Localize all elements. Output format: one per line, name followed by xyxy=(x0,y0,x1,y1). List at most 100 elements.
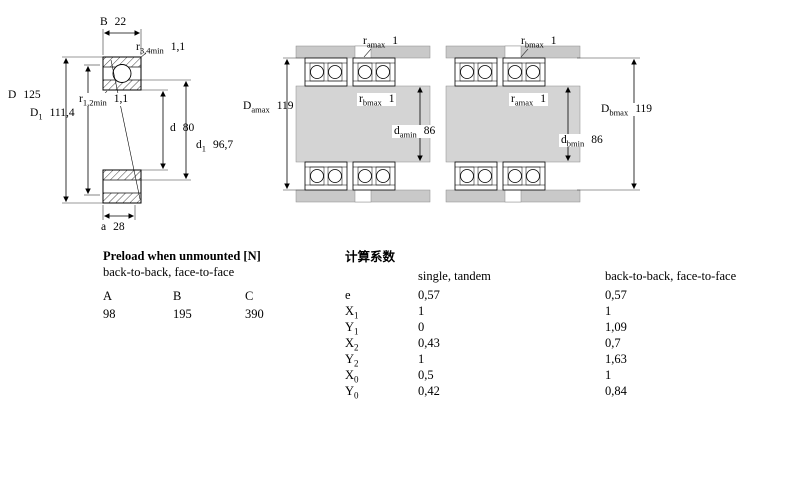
dim-symbol: D xyxy=(601,103,610,115)
dim-subscript: bmax xyxy=(524,39,544,50)
dim-value: 1,1 xyxy=(170,41,186,53)
factors-title: 计算系数 xyxy=(345,250,396,264)
preload-value-a: 98 xyxy=(103,307,116,321)
dim-label-ramax-mid: ramax 1 xyxy=(509,93,549,108)
dim-subscript: amin xyxy=(399,129,417,140)
dim-subscript: 1 xyxy=(201,143,206,154)
dim-value: 96,7 xyxy=(213,139,234,151)
dim-subscript: 3,4min xyxy=(139,45,164,56)
dim-value: 1 xyxy=(392,35,399,47)
dim-value: 28 xyxy=(113,221,125,233)
factor-value-paired: 0,57 xyxy=(605,288,627,302)
dim-value: 1 xyxy=(550,35,557,47)
dim-label-rbmax-top: rbmax 1 xyxy=(521,35,557,50)
preload-header-a: A xyxy=(103,289,113,303)
dim-value: 119 xyxy=(276,100,294,112)
dim-label-D: D 125 xyxy=(8,89,41,102)
dim-subscript: amax xyxy=(514,97,534,108)
factor-row: Y2 1 1,63 xyxy=(0,352,800,368)
dim-symbol: r xyxy=(511,93,515,105)
preload-value-c: 390 xyxy=(245,307,264,321)
dim-symbol: d xyxy=(170,122,176,134)
dim-symbol: d xyxy=(196,139,202,151)
dim-subscript: bmax xyxy=(362,97,382,108)
factor-value-single: 1 xyxy=(418,304,425,318)
dim-subscript: bmax xyxy=(609,107,629,118)
factors-col2-header: back-to-back, face-to-face xyxy=(605,269,737,283)
factor-row: X2 0,43 0,7 xyxy=(0,336,800,352)
preload-header-b: B xyxy=(173,289,182,303)
factor-row: X1 1 1 xyxy=(0,304,800,320)
dim-label-r34: r3,4min 1,1 xyxy=(136,41,186,56)
factor-symbol: X2 xyxy=(345,336,359,353)
dim-label-B: B 22 xyxy=(100,16,126,29)
dim-label-dbmin: dbmin 86 xyxy=(559,134,605,149)
factor-value-single: 1 xyxy=(418,352,425,366)
dim-label-Dbmax: Dbmax 119 xyxy=(599,103,655,118)
dim-symbol: D xyxy=(30,107,39,119)
factor-row: e 0,57 0,57 xyxy=(0,288,800,304)
preload-title: Preload when unmounted [N] xyxy=(103,249,261,263)
dim-value: 86 xyxy=(591,134,603,146)
dim-value: 1 xyxy=(388,93,395,105)
factor-symbol: Y2 xyxy=(345,352,359,369)
dim-value: 22 xyxy=(114,16,127,28)
factor-value-paired: 0,7 xyxy=(605,336,621,350)
factor-value-single: 0,43 xyxy=(418,336,440,350)
dim-subscript: amax xyxy=(366,39,386,50)
dim-symbol: D xyxy=(243,100,252,112)
dim-subscript: bmin xyxy=(566,138,585,149)
dim-value: 80 xyxy=(182,122,195,134)
dim-value: 1,1 xyxy=(113,93,129,105)
dim-value: 119 xyxy=(635,103,653,115)
dim-label-a: a 28 xyxy=(101,221,125,234)
preload-header-c: C xyxy=(245,289,254,303)
factor-value-paired: 1 xyxy=(605,304,612,318)
factor-row: X0 0,5 1 xyxy=(0,368,800,384)
dim-symbol: B xyxy=(100,16,108,28)
back-to-back-arrangement-drawing xyxy=(283,45,431,203)
preload-subtitle: back-to-back, face-to-face xyxy=(103,265,235,279)
dim-value: 86 xyxy=(423,125,436,137)
face-to-face-arrangement-drawing xyxy=(445,45,640,203)
factor-value-paired: 1 xyxy=(605,368,612,382)
dim-symbol: r xyxy=(359,93,363,105)
dim-label-d1: d1 96,7 xyxy=(196,139,234,154)
dim-symbol: r xyxy=(363,35,367,47)
dim-label-ramax-top: ramax 1 xyxy=(363,35,399,50)
dim-symbol: r xyxy=(136,41,140,53)
preload-value-b: 195 xyxy=(173,307,192,321)
dim-value: 1 xyxy=(540,93,547,105)
dim-symbol: D xyxy=(8,89,17,101)
dim-symbol: a xyxy=(101,221,107,233)
factor-symbol: X1 xyxy=(345,304,359,321)
factors-col1-header: single, tandem xyxy=(418,269,491,283)
dim-symbol: d xyxy=(394,125,400,137)
factor-value-paired: 1,09 xyxy=(605,320,627,334)
cross-section-drawing xyxy=(62,29,191,220)
factor-symbol: X0 xyxy=(345,368,359,385)
factor-value-paired: 0,84 xyxy=(605,384,627,398)
dim-symbol: r xyxy=(79,93,83,105)
dim-symbol: d xyxy=(561,134,567,146)
factor-value-single: 0,5 xyxy=(418,368,434,382)
dim-subscript: 1,2min xyxy=(82,97,107,108)
dim-label-r12: r1,2min 1,1 xyxy=(77,93,131,108)
factor-value-single: 0,42 xyxy=(418,384,440,398)
dim-value: 125 xyxy=(23,89,41,101)
dim-label-damin: damin 86 xyxy=(392,125,438,140)
dim-value: 111,4 xyxy=(49,107,75,119)
factor-value-single: 0,57 xyxy=(418,288,440,302)
dim-symbol: r xyxy=(521,35,525,47)
factor-symbol: Y0 xyxy=(345,384,359,401)
factor-row: Y0 0,42 0,84 xyxy=(0,384,800,400)
dim-subscript: amax xyxy=(251,104,270,115)
factor-value-single: 0 xyxy=(418,320,425,334)
factor-symbol: e xyxy=(345,288,351,302)
dim-label-d: d 80 xyxy=(170,122,194,135)
factor-value-paired: 1,63 xyxy=(605,352,627,366)
